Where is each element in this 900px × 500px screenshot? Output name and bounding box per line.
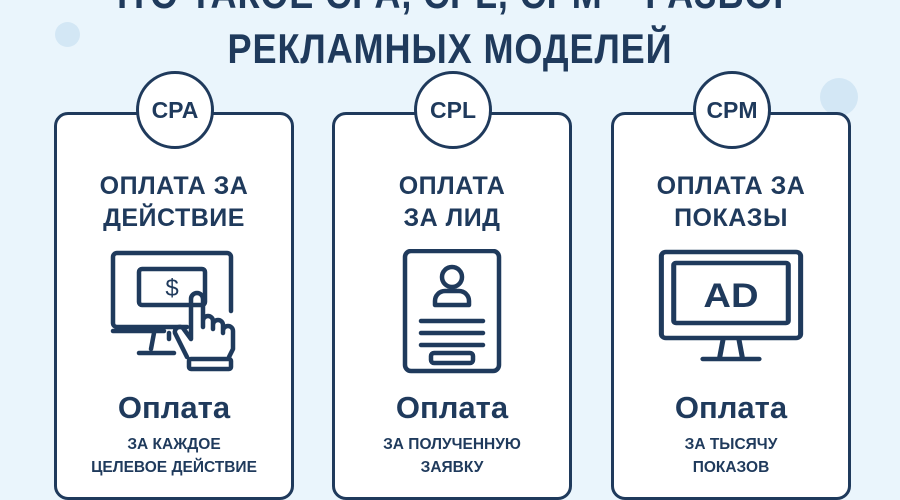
decor-dot: [55, 22, 80, 47]
pay-label: Оплата: [395, 390, 509, 425]
svg-text:$: $: [165, 275, 178, 302]
page-title-line1: ЧТО ТАКОЕ CPA, CPL, CPM – РАЗБОР: [63, 0, 837, 16]
page-title-line2: РЕКЛАМНЫХ МОДЕЛЕЙ: [227, 25, 673, 72]
monitor-ad-icon: AD: [658, 249, 804, 362]
badge-cpm: CPM: [693, 71, 771, 149]
pay-label: Оплата: [674, 390, 788, 425]
badge-cpa: CPA: [136, 71, 214, 149]
pay-label: Оплата: [117, 390, 231, 425]
decor-dot: [820, 78, 858, 116]
monitor-dollar-hand-click-icon: $: [110, 250, 236, 372]
svg-text:AD: AD: [703, 276, 758, 315]
lead-form-icon: [402, 249, 502, 374]
badge-cpl: CPL: [414, 71, 492, 149]
